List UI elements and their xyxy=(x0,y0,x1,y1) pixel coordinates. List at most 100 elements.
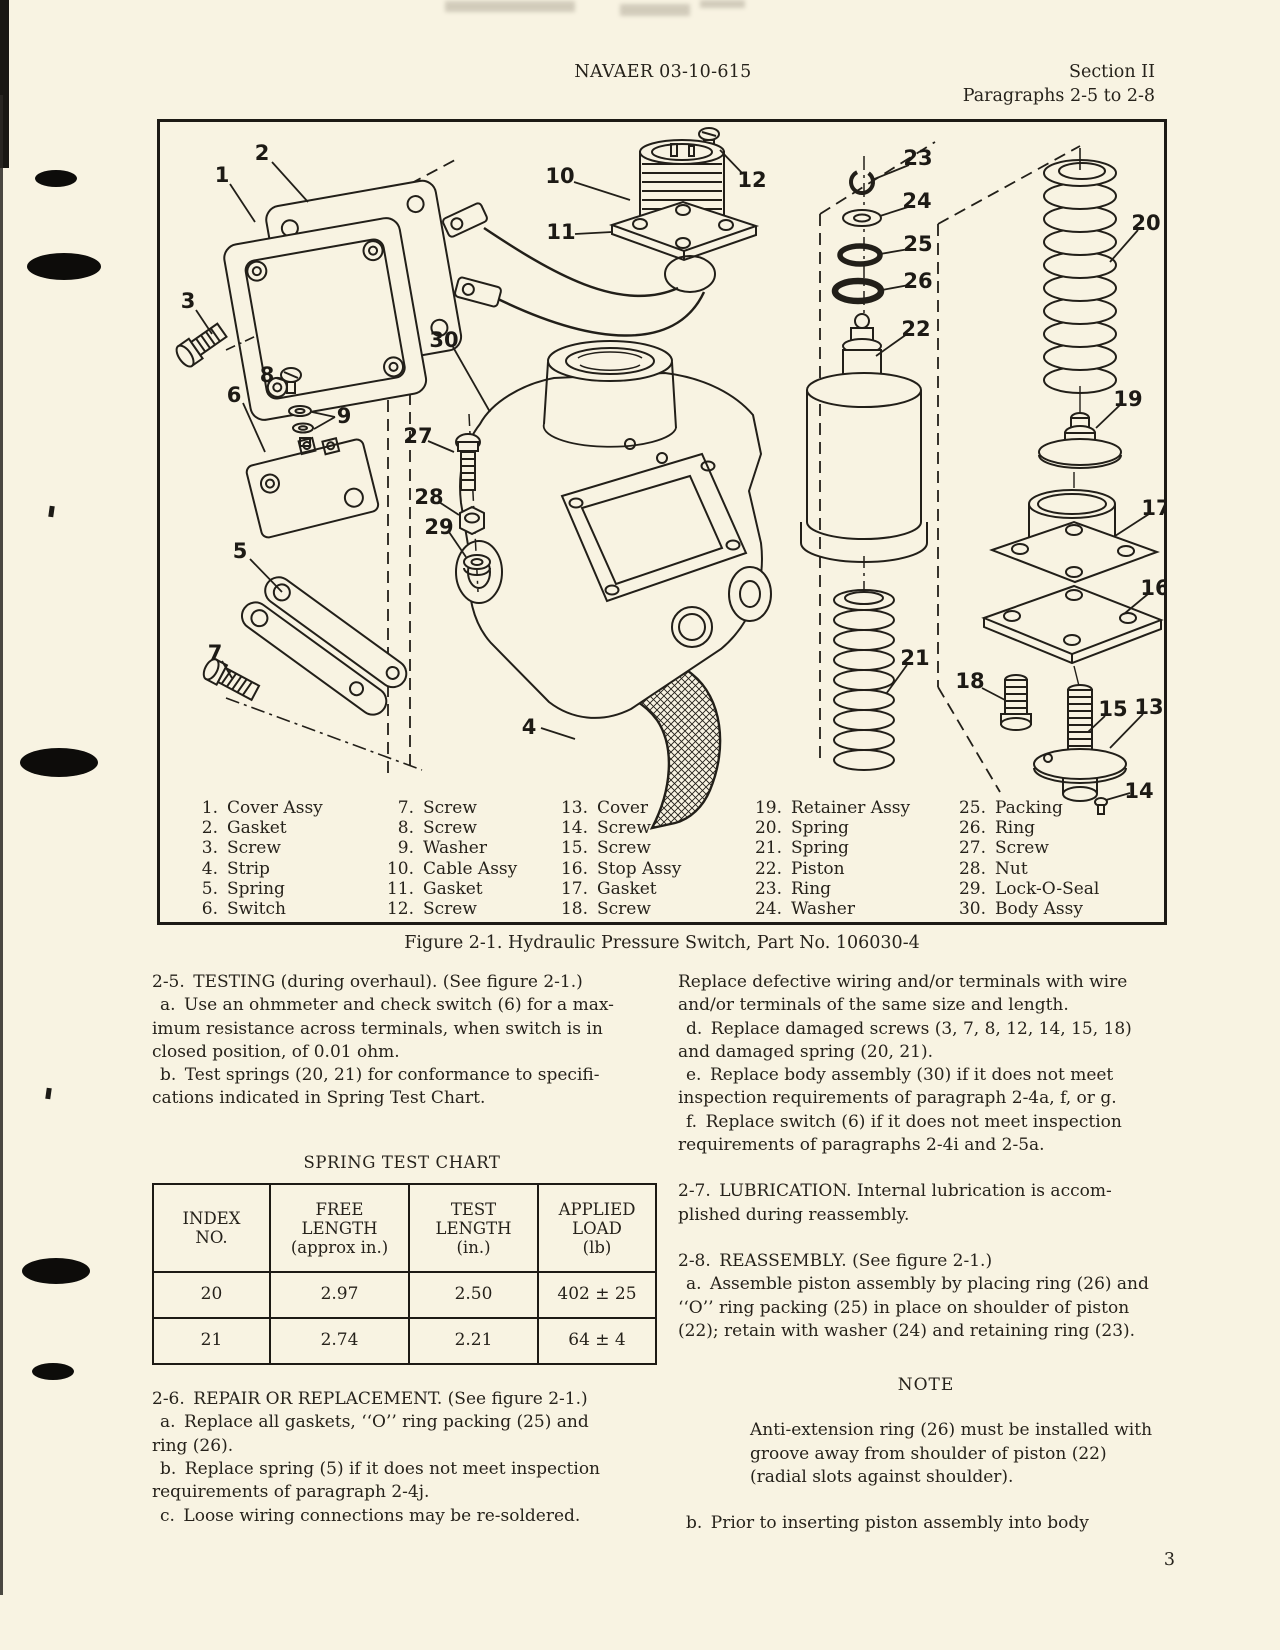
binder-mark xyxy=(20,748,98,777)
spring-20 xyxy=(1043,148,1117,394)
para-2-6f: f. Replace switch (6) if it does not mee… xyxy=(678,1111,1122,1156)
scan-smudge xyxy=(700,0,745,8)
parts-list-column: 25.Packing 26.Ring 27.Screw 28.Nut 29.Lo… xyxy=(956,798,1099,919)
part-callout-22: 22 xyxy=(901,317,930,341)
parts-list-entry: 15.Screw xyxy=(560,838,651,859)
binder-mark xyxy=(32,1363,74,1380)
callout-numbers: 1 2 3 4 5 6 7 8 9 10 11 12 13 14 15 16 1… xyxy=(181,141,1164,803)
part-callout-3: 3 xyxy=(181,289,196,313)
para-2-7: 2-7. LUBRICATION. Internal lubrication i… xyxy=(678,1181,1112,1225)
screw-27 xyxy=(455,433,481,491)
part-callout-28: 28 xyxy=(414,485,443,509)
part-callout-6: 6 xyxy=(227,383,242,407)
parts-list-entry: 17.Gasket xyxy=(560,878,657,899)
table-row: 21 2.74 2.21 64 ± 4 xyxy=(152,1317,657,1366)
parts-list-entry: 12.Screw xyxy=(386,899,477,920)
parts-list-entry: 3.Screw xyxy=(201,838,281,859)
parts-list-entry: 1.Cover Assy xyxy=(201,798,323,818)
parts-list-entry: 13.Cover xyxy=(560,798,649,818)
para-2-8a: a. Assemble piston assembly by placing r… xyxy=(678,1274,1149,1341)
gasket-17-cup xyxy=(989,489,1160,584)
figure-box: 1 2 3 4 5 6 7 8 9 10 11 12 13 14 15 16 1… xyxy=(157,119,1167,925)
part-callout-17: 17 xyxy=(1141,496,1164,520)
packing-25 xyxy=(837,243,883,267)
parts-list-column: 7.Screw 8.Screw 9.Washer 10.Cable Assy 1… xyxy=(384,798,517,919)
part-callout-25: 25 xyxy=(903,232,932,256)
section-header: Section II Paragraphs 2-5 to 2-8 xyxy=(963,60,1155,108)
part-callout-15: 15 xyxy=(1098,697,1127,721)
para-2-6-heading: 2-6. REPAIR OR REPLACEMENT. (See figure … xyxy=(152,1389,588,1410)
screw-3 xyxy=(175,322,228,368)
spring-test-chart: INDEX NO. FREE LENGTH (approx in.) TEST … xyxy=(152,1183,657,1366)
parts-list-entry: 18.Screw xyxy=(560,899,651,920)
col-header-test-length: TEST LENGTH (in.) xyxy=(408,1183,539,1274)
binder-mark xyxy=(22,1258,90,1284)
parts-list-column: 19.Retainer Assy 20.Spring 21.Spring 22.… xyxy=(752,798,910,919)
parts-list-entry: 11.Gasket xyxy=(386,878,483,899)
part-callout-19: 19 xyxy=(1113,387,1142,411)
part-callout-16: 16 xyxy=(1140,576,1164,600)
part-callout-18: 18 xyxy=(955,669,984,693)
ring-26 xyxy=(831,277,885,305)
body-assy-30 xyxy=(455,340,772,719)
part-callout-4: 4 xyxy=(522,715,537,739)
spring-21 xyxy=(833,589,895,771)
parts-list-entry: 25.Packing xyxy=(958,798,1063,818)
screw-7 xyxy=(202,658,261,702)
parts-list-entry: 2.Gasket xyxy=(201,818,287,839)
part-callout-7: 7 xyxy=(208,641,223,665)
screw-8 xyxy=(280,367,302,394)
parts-list-column: 13.Cover 14.Screw 15.Screw 16.Stop Assy … xyxy=(558,798,681,919)
para-2-6a: a. Replace all gaskets, ‘‘O’’ ring packi… xyxy=(152,1412,589,1456)
screw-18 xyxy=(1000,674,1032,731)
part-callout-11: 11 xyxy=(546,220,575,244)
parts-list-entry: 4.Strip xyxy=(201,858,270,879)
exploded-diagram: 1 2 3 4 5 6 7 8 9 10 11 12 13 14 15 16 1… xyxy=(175,127,1164,830)
registration-tick xyxy=(45,1087,52,1100)
parts-list-entry: 20.Spring xyxy=(754,818,849,839)
para-2-6c-continued: Replace defective wiring and/or terminal… xyxy=(678,972,1128,1016)
parts-list-entry: 26.Ring xyxy=(958,818,1036,839)
parts-list-entry: 6.Switch xyxy=(201,899,286,920)
binder-mark xyxy=(35,170,77,187)
registration-tick xyxy=(48,505,55,518)
part-callout-10: 10 xyxy=(545,164,574,188)
parts-list-entry: 21.Spring xyxy=(754,838,849,859)
note-body: Anti-extension ring (26) must be install… xyxy=(750,1420,1153,1488)
parts-list-entry: 9.Washer xyxy=(397,838,487,859)
cover-assy-1 xyxy=(223,217,428,421)
parts-list-entry: 27.Screw xyxy=(958,838,1049,859)
page-number: 3 xyxy=(1163,1550,1175,1570)
spring-test-chart-title: SPRING TEST CHART xyxy=(303,1152,501,1172)
part-callout-24: 24 xyxy=(902,189,931,213)
part-callout-20: 20 xyxy=(1131,211,1160,235)
part-callout-9: 9 xyxy=(337,404,352,428)
part-callout-26: 26 xyxy=(903,269,932,293)
paragraph-range: Paragraphs 2-5 to 2-8 xyxy=(962,86,1155,106)
col-header-applied-load: APPLIED LOAD (lb) xyxy=(537,1183,657,1274)
col-header-index-no: INDEX NO. xyxy=(152,1183,271,1274)
part-callout-30: 30 xyxy=(429,328,458,352)
scan-smudge xyxy=(445,1,575,12)
parts-list-column: 1.Cover Assy 2.Gasket 3.Screw 4.Strip 5.… xyxy=(188,798,323,919)
nut-28 xyxy=(459,505,485,536)
right-column: Replace defective wiring and/or terminal… xyxy=(678,971,1174,1536)
para-2-6c: c. Loose wiring connections may be re-so… xyxy=(160,1505,581,1526)
para-2-6d: d. Replace damaged screws (3, 7, 8, 12, … xyxy=(678,1018,1132,1062)
parts-list-entry: 10.Cable Assy xyxy=(386,858,518,879)
col-header-free-length: FREE LENGTH (approx in.) xyxy=(269,1183,410,1274)
parts-list-entry: 23.Ring xyxy=(754,878,832,899)
washer-24 xyxy=(842,209,882,227)
piston-22 xyxy=(800,313,928,563)
scan-smudge xyxy=(620,4,690,16)
part-callout-1: 1 xyxy=(215,163,230,187)
gasket-11 xyxy=(608,200,760,262)
parts-list-entry: 28.Nut xyxy=(958,858,1028,879)
lock-o-seal-29 xyxy=(463,554,491,576)
table-row: 20 2.97 2.50 402 ± 25 xyxy=(152,1271,657,1320)
para-2-6b: b. Replace spring (5) if it does not mee… xyxy=(152,1458,601,1503)
figure-caption: Figure 2-1. Hydraulic Pressure Switch, P… xyxy=(404,933,920,953)
para-2-5b: b. Test springs (20, 21) for conformance… xyxy=(152,1065,600,1109)
part-callout-29: 29 xyxy=(424,515,453,539)
